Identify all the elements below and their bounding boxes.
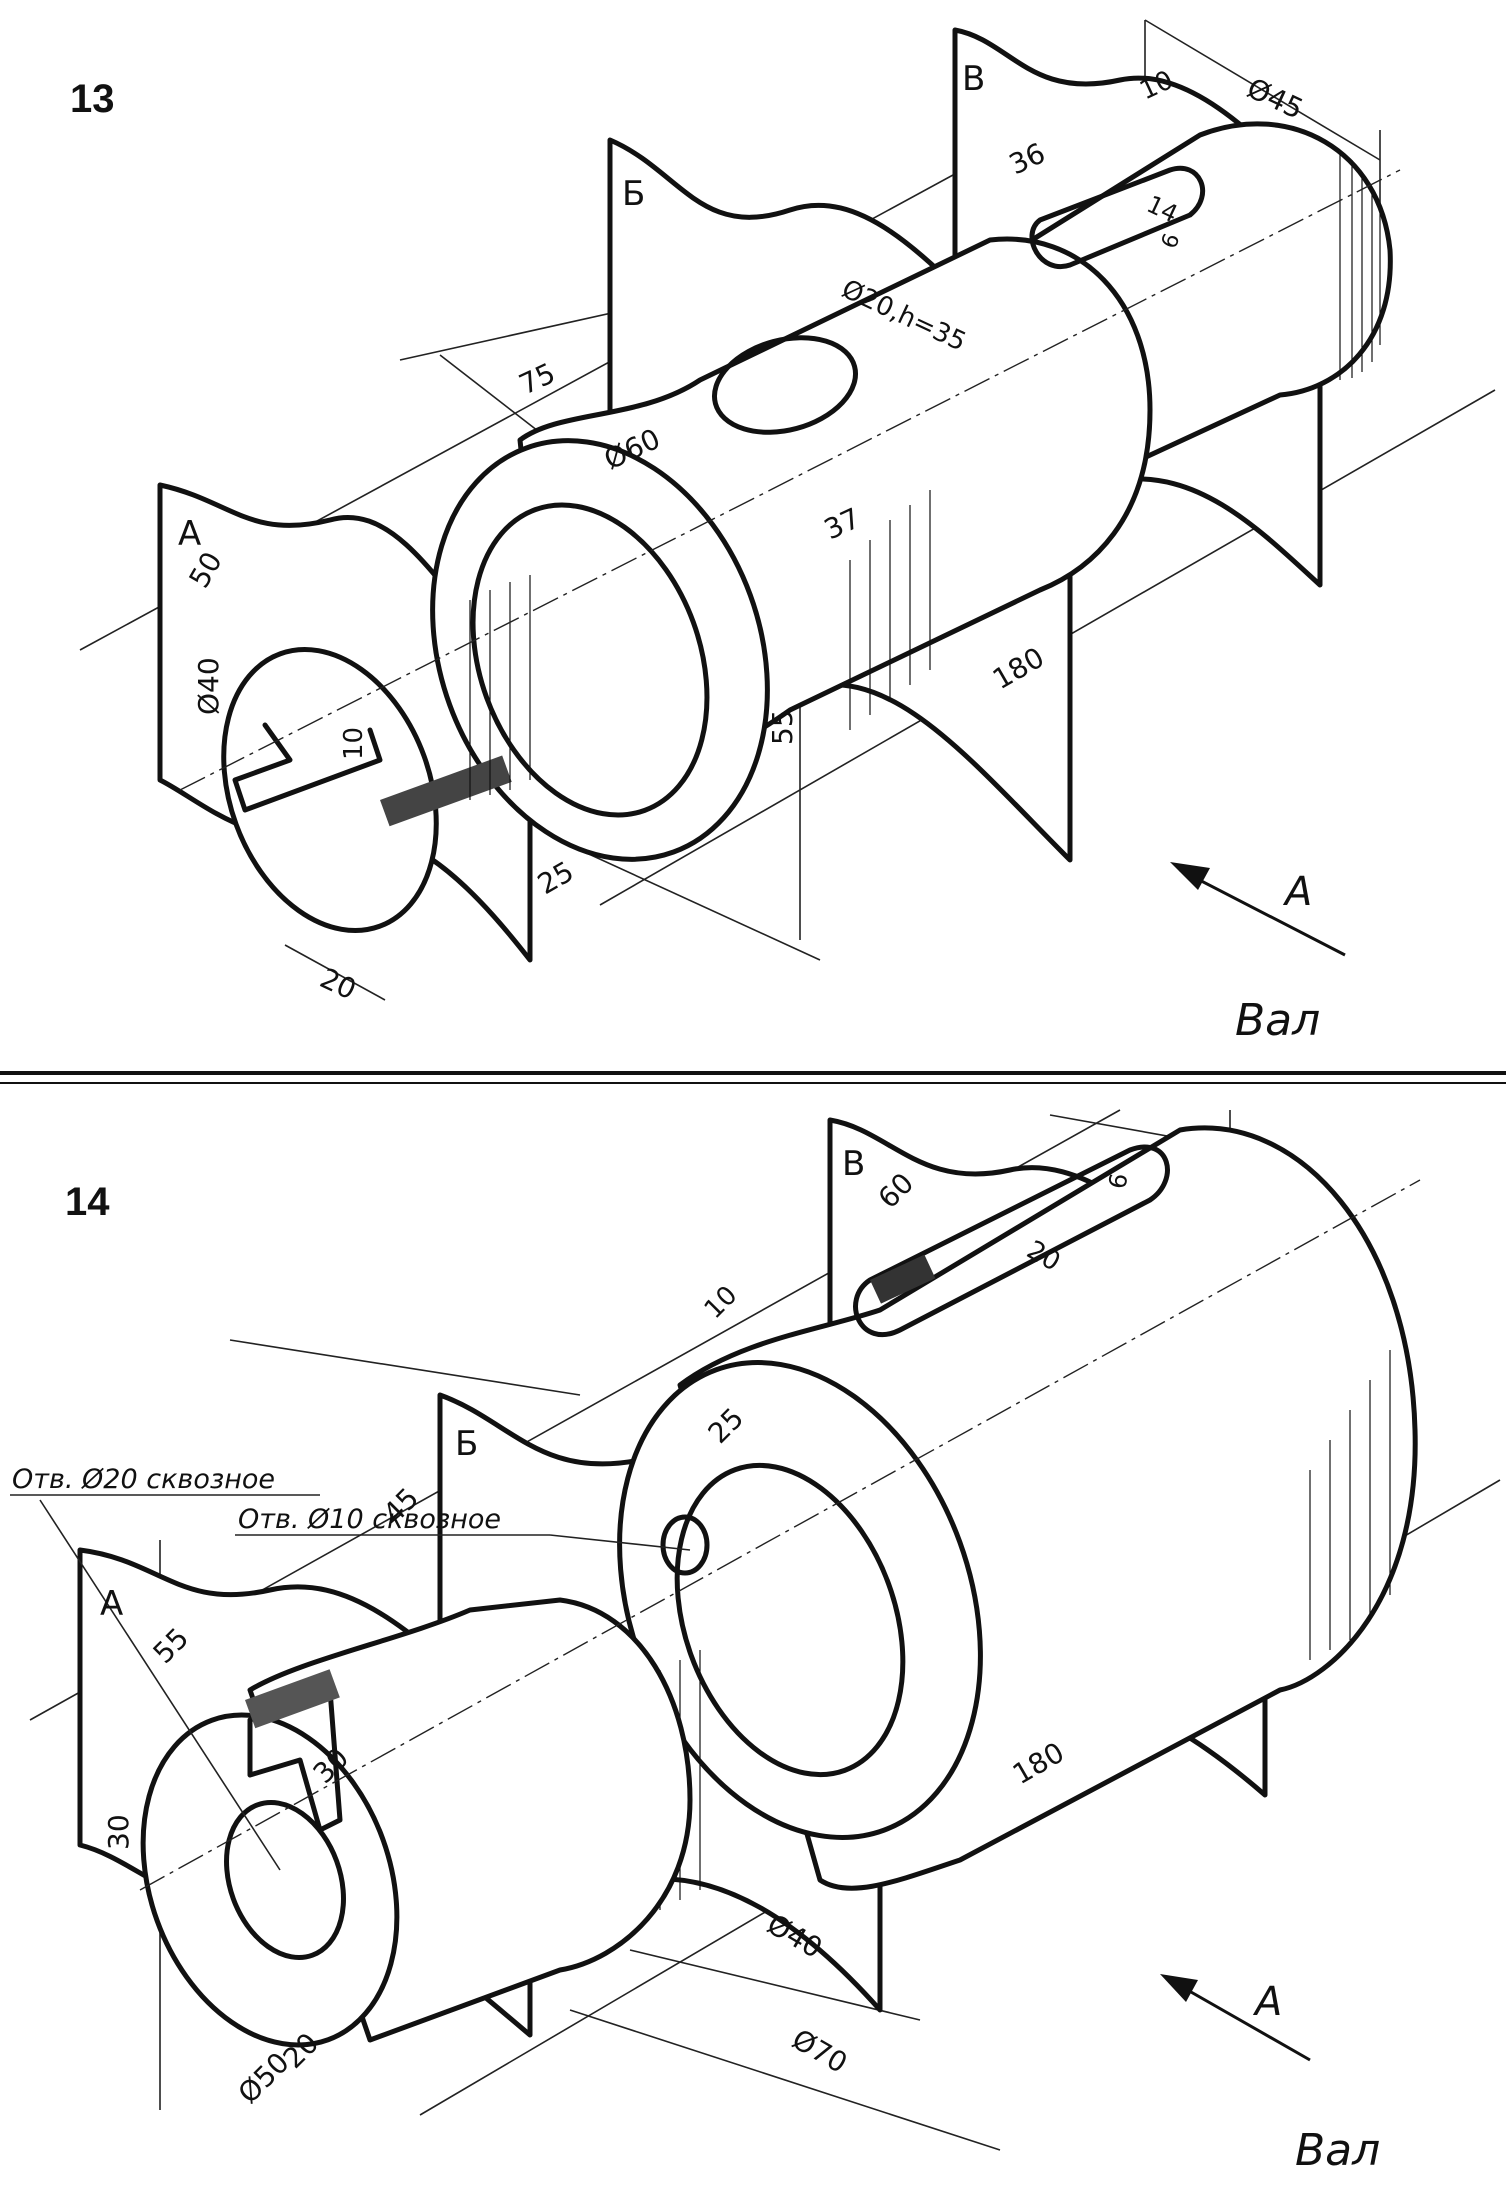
figure-14 bbox=[10, 1109, 1501, 2151]
hole-note: Отв. Ø20 сквозное bbox=[12, 1464, 275, 1495]
dim-label: 30 bbox=[102, 1814, 135, 1850]
view-label: А bbox=[1282, 869, 1312, 915]
large-cylinder-inner bbox=[674, 1462, 906, 1778]
large-cylinder-hatching bbox=[1309, 1350, 1391, 1660]
plane-label-b: Б bbox=[455, 1424, 478, 1464]
collar-hatching bbox=[849, 490, 931, 730]
part-title: Вал bbox=[1235, 995, 1320, 1046]
plane-label-a: А bbox=[178, 514, 201, 554]
collar-inner-face bbox=[470, 502, 710, 818]
dim-label: 6 bbox=[1103, 1171, 1133, 1191]
view-label: А bbox=[1252, 1979, 1282, 2025]
note-leader bbox=[39, 1499, 281, 1871]
hole-icon bbox=[660, 1514, 710, 1576]
shaft-hatching bbox=[469, 575, 531, 800]
note-leader bbox=[549, 1534, 691, 1551]
axis-line bbox=[139, 1179, 1421, 1891]
right-cylinder-hatching bbox=[1339, 150, 1381, 380]
plane-label-v: В bbox=[962, 59, 985, 99]
axis-line bbox=[179, 169, 1401, 791]
figure-number: 13 bbox=[70, 77, 115, 121]
slot-shading bbox=[869, 1254, 936, 1304]
plane-label-a: А bbox=[100, 1584, 123, 1624]
left-slot-shading bbox=[380, 755, 512, 827]
figure-13 bbox=[79, 19, 1496, 1001]
dim-label: Ø40 bbox=[192, 657, 225, 715]
hole-note: Отв. Ø10 сквозное bbox=[238, 1504, 501, 1535]
keyway-slot bbox=[853, 1144, 1170, 1338]
left-end-face bbox=[221, 647, 439, 933]
view-arrow bbox=[1170, 862, 1346, 957]
view-arrow bbox=[1160, 1974, 1311, 2062]
part-title: Вал bbox=[1295, 2125, 1380, 2176]
dim-label: 10 bbox=[339, 727, 369, 760]
dim-label: 55 bbox=[766, 709, 799, 745]
left-end-slot bbox=[232, 722, 383, 813]
hole-icon bbox=[711, 335, 859, 435]
figure-number: 14 bbox=[65, 1180, 110, 1224]
plane-label-b: Б bbox=[622, 174, 645, 214]
plane-label-v: В bbox=[842, 1144, 865, 1184]
through-hole-icon bbox=[224, 1800, 346, 1960]
left-slot-shading bbox=[245, 1669, 340, 1729]
keyway-slot bbox=[1029, 165, 1206, 270]
